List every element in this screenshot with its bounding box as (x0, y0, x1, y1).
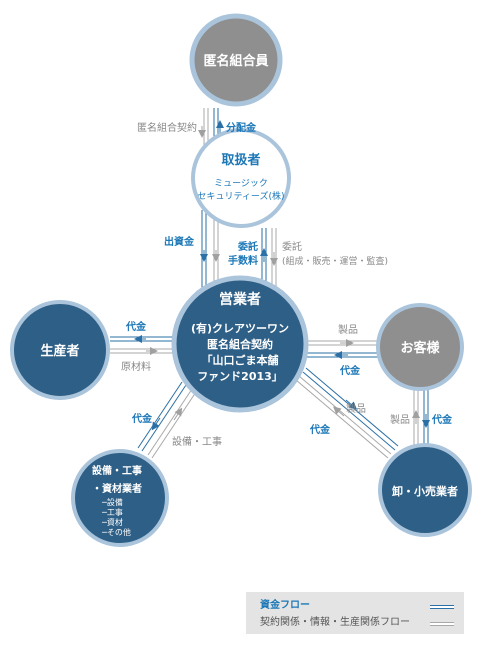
node-equipment-sub-2: ─工事 (101, 507, 123, 517)
label-investment: 出資金 (164, 235, 195, 248)
node-equipment-sub-3: ─資材 (101, 517, 123, 527)
node-operator-line3: 「山口ごま本舗 (202, 353, 279, 367)
node-customer-label: お客様 (400, 340, 440, 356)
connector-operator-retailer (295, 367, 399, 459)
label-retail-product: 製品 (346, 402, 366, 415)
label-retail-payment: 代金 (309, 423, 331, 436)
connector-handler-operator (200, 210, 278, 290)
label-commission-1: 委託 (237, 240, 258, 253)
label-consign-2: (組成・販売・運営・監査) (282, 255, 388, 267)
node-equipment-sub-4: ─その他 (101, 527, 131, 537)
legend-money-flow-label: 資金フロー (260, 600, 310, 611)
label-distribution: 分配金 (226, 121, 257, 134)
node-operator: 営業者 (有)クレアツーワン 匿名組合契約 「山口ごま本舗 ファンド2013」 (171, 275, 309, 413)
label-vertical-product: 製品 (390, 413, 410, 426)
label-commission-2: 手数料 (228, 254, 258, 267)
label-investor-contract: 匿名組合契約 (137, 121, 197, 134)
node-operator-line2: 匿名組合契約 (207, 337, 273, 351)
legend-box: 資金フロー 契約関係・情報・生産関係フロー (246, 592, 464, 634)
node-equipment-line1: ・資材業者 (92, 482, 142, 495)
node-handler: 取扱者 ミュージック セキュリティーズ(株) (191, 128, 291, 228)
node-producer-label: 生産者 (40, 343, 79, 359)
node-investor: 匿名組合員 (189, 13, 283, 107)
label-vertical-payment: 代金 (431, 413, 453, 426)
node-producer: 生産者 (10, 300, 110, 400)
node-operator-title: 営業者 (219, 291, 261, 308)
legend-contract-flow-swatch (430, 622, 454, 626)
node-equipment-sub-1: ─設備 (101, 497, 123, 507)
label-equip-flow: 設備・工事 (172, 435, 222, 448)
node-equipment-title: 設備・工事 (92, 464, 142, 477)
connector-producer-operator (110, 335, 178, 355)
label-customer-payment: 代金 (339, 364, 361, 377)
node-retailer-label: 卸・小売業者 (392, 484, 458, 498)
node-operator-line1: (有)クレアツーワン (191, 321, 289, 335)
node-handler-line2: セキュリティーズ(株) (197, 190, 284, 202)
node-customer: お客様 (376, 303, 464, 391)
label-consign-1: 委託 (282, 240, 302, 253)
node-retailer: 卸・小売業者 (378, 443, 472, 537)
label-equip-payment: 代金 (131, 412, 153, 425)
connector-operator-equipment (137, 381, 197, 459)
legend-contract-flow-label: 契約関係・情報・生産関係フロー (260, 617, 410, 628)
label-customer-product: 製品 (338, 323, 358, 336)
node-equipment: 設備・工事 ・資材業者 ─設備 ─工事 ─資材 ─その他 (71, 449, 169, 547)
connector-customer-retailer (412, 386, 430, 448)
label-producer-payment: 代金 (125, 320, 147, 333)
connector-operator-customer (304, 339, 380, 359)
legend-money-flow-swatch (430, 605, 454, 609)
node-handler-title: 取扱者 (221, 152, 260, 168)
node-investor-label: 匿名組合員 (203, 53, 268, 69)
node-operator-line4: ファンド2013」 (197, 370, 283, 383)
node-handler-line1: ミュージック (214, 178, 268, 189)
label-raw-material: 原材料 (121, 360, 151, 373)
